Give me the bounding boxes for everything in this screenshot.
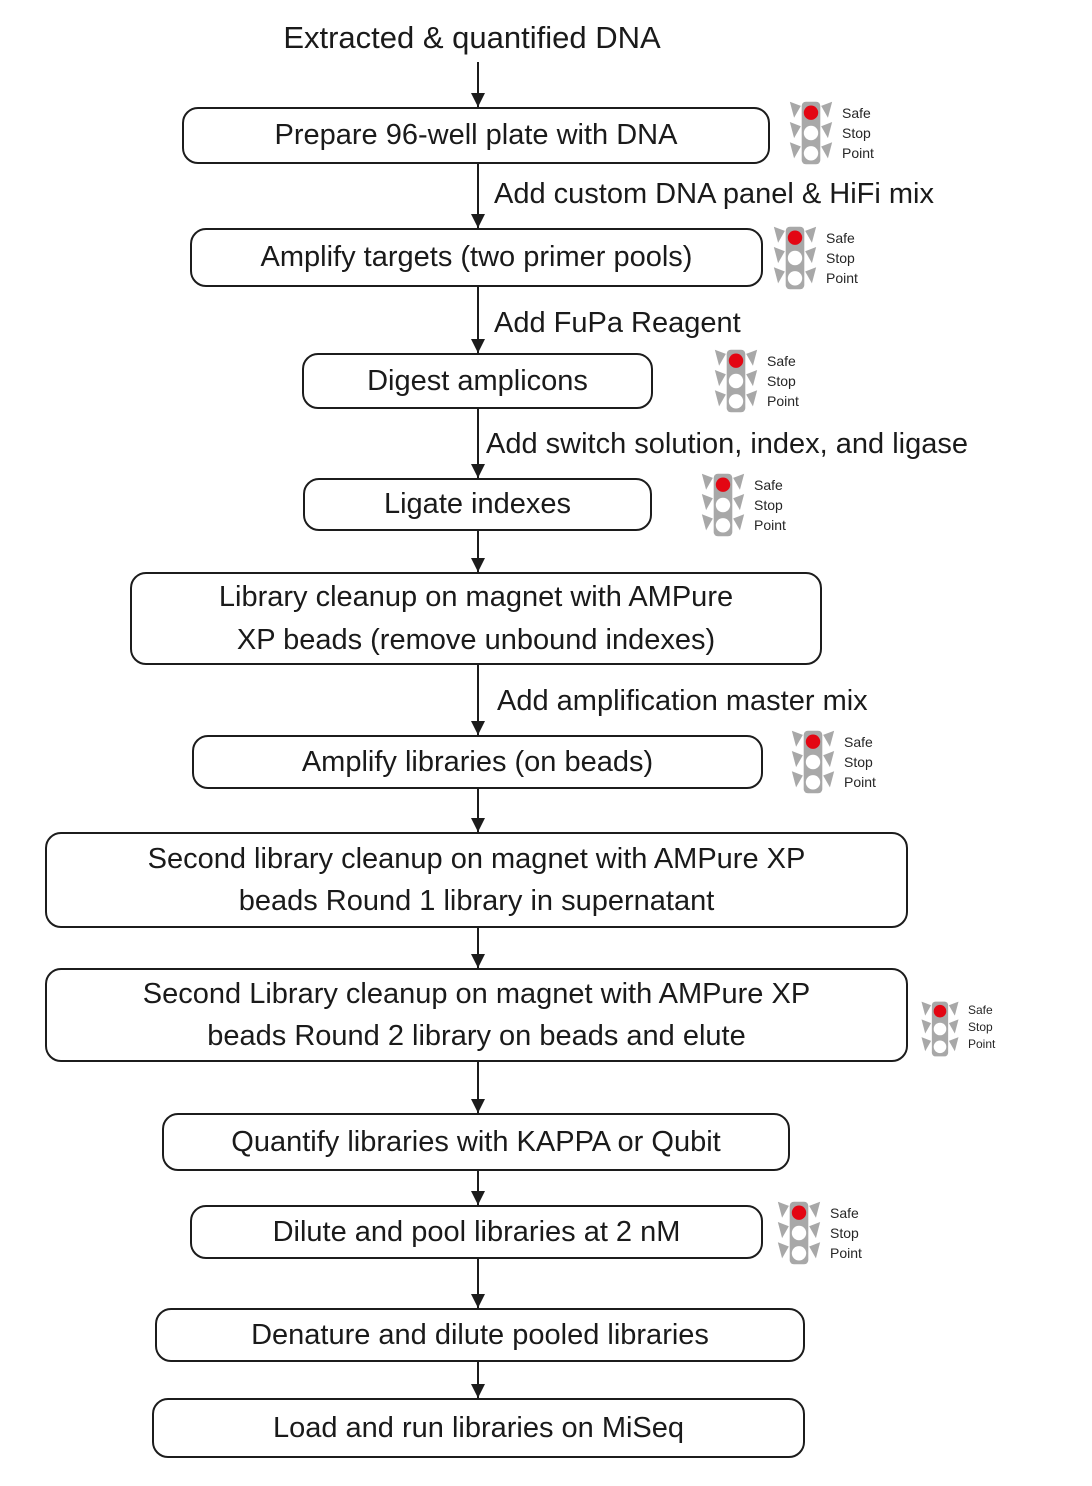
- flow-arrow: [471, 1062, 485, 1113]
- step-label: Dilute and pool libraries at 2 nM: [272, 1215, 681, 1248]
- stop-word: Stop: [968, 1020, 993, 1034]
- safe-stop-point-label: Safe Stop Point: [754, 472, 786, 535]
- stop-word: Stop: [830, 1225, 859, 1241]
- step-label: Digest amplicons: [367, 364, 588, 397]
- stop-word: Stop: [844, 754, 873, 770]
- safe-stop-point-indicator: Safe Stop Point: [790, 729, 876, 795]
- arrowhead-icon: [471, 214, 485, 228]
- step-label: Prepare 96-well plate with DNA: [274, 119, 678, 152]
- arrowhead-icon: [471, 1099, 485, 1113]
- arrowhead-icon: [471, 1191, 485, 1205]
- stop-word: Stop: [754, 497, 783, 513]
- arrowhead-icon: [471, 954, 485, 968]
- flow-arrow: [471, 62, 485, 107]
- safe-stop-point-indicator: Safe Stop Point: [920, 1000, 995, 1058]
- stop-word: Stop: [826, 250, 855, 266]
- step-amplify-libraries: Amplify libraries (on beads): [192, 735, 763, 789]
- step-label: Amplify libraries (on beads): [301, 745, 654, 778]
- step-prepare-96-well-plate: Prepare 96-well plate with DNA: [182, 107, 770, 164]
- point-word: Point: [830, 1245, 862, 1261]
- point-word: Point: [968, 1037, 996, 1051]
- flow-arrow: [471, 287, 485, 353]
- arrowhead-icon: [471, 339, 485, 353]
- safe-word: Safe: [968, 1003, 993, 1017]
- step-library-cleanup: Library cleanup on magnet with AMPure XP…: [130, 572, 822, 665]
- step-label: Denature and dilute pooled libraries: [251, 1318, 709, 1351]
- arrowhead-icon: [471, 558, 485, 572]
- safe-word: Safe: [767, 353, 796, 369]
- safe-stop-point-label: Safe Stop Point: [968, 1000, 995, 1053]
- arrowhead-icon: [471, 93, 485, 107]
- step-label: Load and run libraries on MiSeq: [272, 1411, 685, 1444]
- step-label: Ligate indexes: [383, 488, 572, 521]
- point-word: Point: [844, 774, 876, 790]
- stop-word: Stop: [842, 125, 871, 141]
- step-denature-and-dilute: Denature and dilute pooled libraries: [155, 1308, 805, 1362]
- step-load-and-run-miseq: Load and run libraries on MiSeq: [152, 1398, 805, 1458]
- flow-arrow: [471, 1259, 485, 1308]
- safe-stop-point-label: Safe Stop Point: [842, 100, 874, 163]
- flow-arrow: [471, 928, 485, 968]
- flow-start-label: Extracted & quantified DNA: [283, 20, 661, 55]
- safe-word: Safe: [842, 105, 871, 121]
- safe-stop-point-label: Safe Stop Point: [830, 1200, 862, 1263]
- flow-arrow: [471, 665, 485, 735]
- traffic-light-icon: [772, 225, 818, 291]
- edge-label-add-custom-panel: Add custom DNA panel & HiFi mix: [494, 178, 934, 210]
- point-word: Point: [842, 145, 874, 161]
- safe-stop-point-indicator: Safe Stop Point: [772, 225, 858, 291]
- flow-arrow: [471, 531, 485, 572]
- traffic-light-icon: [713, 348, 759, 414]
- safe-stop-point-indicator: Safe Stop Point: [788, 100, 874, 166]
- step-second-cleanup-round-2: Second Library cleanup on magnet with AM…: [45, 968, 908, 1062]
- safe-stop-point-indicator: Safe Stop Point: [713, 348, 799, 414]
- step-quantify-libraries: Quantify libraries with KAPPA or Qubit: [162, 1113, 790, 1171]
- traffic-light-icon: [790, 729, 836, 795]
- safe-word: Safe: [844, 734, 873, 750]
- flow-arrow: [471, 1362, 485, 1398]
- traffic-light-icon: [700, 472, 746, 538]
- safe-stop-point-label: Safe Stop Point: [826, 225, 858, 288]
- arrowhead-icon: [471, 721, 485, 735]
- safe-stop-point-indicator: Safe Stop Point: [700, 472, 786, 538]
- traffic-light-icon: [776, 1200, 822, 1266]
- arrowhead-icon: [471, 464, 485, 478]
- point-word: Point: [826, 270, 858, 286]
- traffic-light-icon: [920, 1000, 960, 1058]
- step-label: Quantify libraries with KAPPA or Qubit: [231, 1125, 721, 1158]
- arrowhead-icon: [471, 1384, 485, 1398]
- step-label: Second library cleanup on magnet with AM…: [147, 842, 806, 917]
- flow-arrow: [471, 789, 485, 832]
- arrowhead-icon: [471, 818, 485, 832]
- step-label: Amplify targets (two primer pools): [260, 241, 693, 274]
- stop-word: Stop: [767, 373, 796, 389]
- safe-word: Safe: [830, 1205, 859, 1221]
- step-ligate-indexes: Ligate indexes: [303, 478, 652, 531]
- edge-label-add-master-mix: Add amplification master mix: [497, 685, 868, 717]
- traffic-light-icon: [788, 100, 834, 166]
- safe-stop-point-label: Safe Stop Point: [767, 348, 799, 411]
- safe-stop-point-label: Safe Stop Point: [844, 729, 876, 792]
- step-label: Library cleanup on magnet with AMPure XP…: [218, 581, 734, 656]
- flow-arrow: [471, 1171, 485, 1205]
- flow-arrow: [471, 164, 485, 228]
- step-label: Second Library cleanup on magnet with AM…: [142, 977, 811, 1052]
- step-digest-amplicons: Digest amplicons: [302, 353, 653, 409]
- step-dilute-and-pool: Dilute and pool libraries at 2 nM: [190, 1205, 763, 1259]
- safe-word: Safe: [754, 477, 783, 493]
- flow-arrow: [471, 409, 485, 478]
- point-word: Point: [754, 517, 786, 533]
- arrowhead-icon: [471, 1294, 485, 1308]
- point-word: Point: [767, 393, 799, 409]
- safe-stop-point-indicator: Safe Stop Point: [776, 1200, 862, 1266]
- step-second-cleanup-round-1: Second library cleanup on magnet with AM…: [45, 832, 908, 928]
- edge-label-add-fupa-reagent: Add FuPa Reagent: [494, 307, 741, 339]
- safe-word: Safe: [826, 230, 855, 246]
- edge-label-add-switch-solution: Add switch solution, index, and ligase: [486, 428, 969, 460]
- step-amplify-targets: Amplify targets (two primer pools): [190, 228, 763, 287]
